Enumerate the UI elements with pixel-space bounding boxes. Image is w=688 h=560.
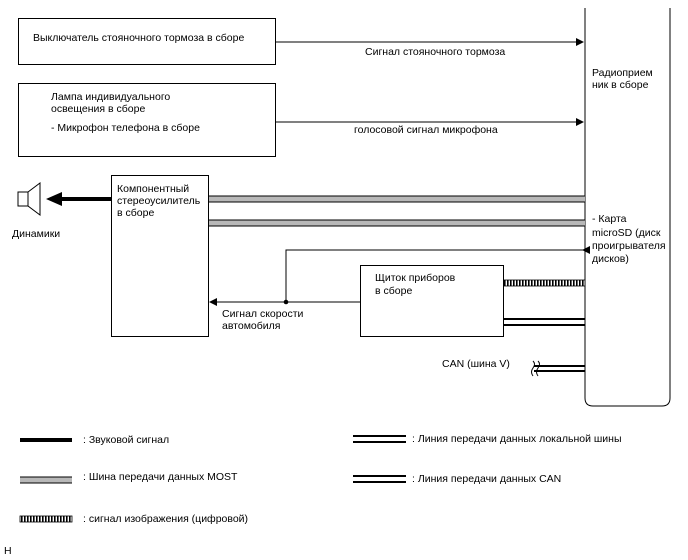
meter-label-2: в сборе <box>375 285 413 297</box>
audio-arrowhead <box>46 192 62 206</box>
can-bus-label: CAN (шина V) <box>442 358 510 370</box>
stereo-amplifier-box: Компонентный стереоусилитель в сборе <box>111 175 209 337</box>
amplifier-label-3: в сборе <box>117 207 155 219</box>
legend-sample-video <box>19 515 73 523</box>
speed-signal-wire <box>285 246 590 302</box>
speed-junction <box>283 299 289 305</box>
radio-label-2: ник в сборе <box>592 79 649 91</box>
microphone-label: - Микрофон телефона в сборе <box>51 122 200 134</box>
parking-brake-switch-box: Выключатель стояночного тормоза в сборе <box>18 18 276 65</box>
personal-lamp-label-2: освещения в сборе <box>51 103 146 115</box>
legend-local-label: : Линия передачи данных локальной шины <box>412 433 622 445</box>
speed-signal-label-2: автомобиля <box>222 320 281 332</box>
personal-lamp-label-1: Лампа индивидуального <box>51 91 171 103</box>
combination-meter-box: Щиток приборов в сборе <box>360 265 504 337</box>
sd-label-1: - Карта <box>592 213 627 225</box>
legend-can-label: : Линия передачи данных CAN <box>412 473 562 485</box>
can-line <box>531 360 585 377</box>
figure-code: H <box>4 545 12 557</box>
sd-label-3: проигрывателя <box>592 240 666 252</box>
mic-signal-label: голосовой сигнал микрофона <box>354 124 498 136</box>
legend-sample-can <box>353 475 406 483</box>
sd-label-4: дисков) <box>592 253 629 265</box>
legend-sound-label: : Звуковой сигнал <box>83 434 170 446</box>
amplifier-label-2: стереоусилитель <box>117 195 201 207</box>
legend-most-label: : Шина передачи данных MOST <box>83 471 238 483</box>
meter-label-1: Щиток приборов <box>375 272 456 284</box>
sd-label-2: microSD (диск <box>592 227 661 239</box>
local-bus-line <box>504 318 585 326</box>
parking-brake-signal-label: Сигнал стояночного тормоза <box>365 46 506 58</box>
legend-sample-local <box>353 435 406 443</box>
amplifier-label-1: Компонентный <box>117 183 190 195</box>
legend-video-label: : сигнал изображения (цифровой) <box>83 513 249 525</box>
speakers-label: Динамики <box>12 228 61 240</box>
speaker-icon <box>17 182 41 216</box>
speed-signal-label-1: Сигнал скорости <box>222 308 304 320</box>
radio-label-1: Радиоприем <box>592 67 653 79</box>
radio-receiver-outline <box>584 8 671 407</box>
parking-brake-switch-label: Выключатель стояночного тормоза в сборе <box>33 32 245 44</box>
video-signal-line <box>503 279 586 287</box>
personal-lamp-box: Лампа индивидуального освещения в сборе … <box>18 83 276 157</box>
